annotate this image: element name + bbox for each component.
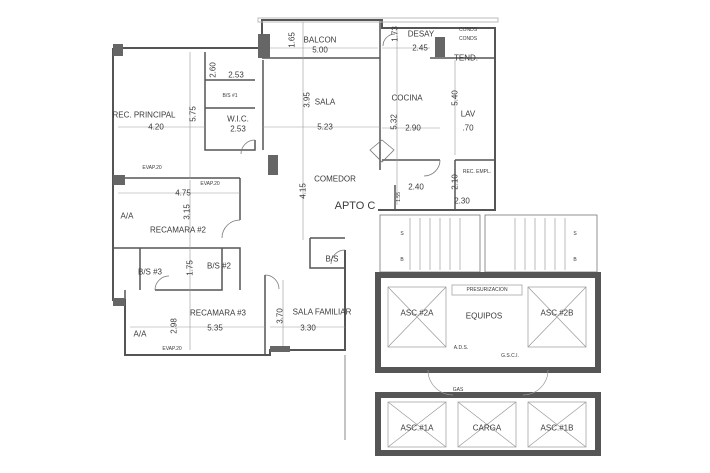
lav-width: .70 [462,123,474,133]
room-desay: DESAY [407,29,435,39]
room-sala: SALA [314,97,336,107]
lav-depth: 5.40 [450,90,460,106]
stairs [379,214,598,273]
elevator-core [375,272,601,456]
wic-width: 2.53 [230,124,246,134]
presurizacion-label: PRESURIZACION [466,287,508,293]
comedor-depth: 4.15 [298,183,308,199]
interior-walls [113,20,495,355]
balcon-depth: 1.65 [287,32,297,48]
sala-familiar-depth: 3.70 [275,308,285,324]
balcon-width: 5.00 [312,45,328,55]
room-sala-familiar: SALA FAMILIAR [292,307,352,317]
recamara3-depth: 2.98 [169,318,179,334]
recamara2-width: 4.75 [175,188,191,198]
sala-width: 5.23 [317,122,333,132]
stair-down-label: B [573,257,577,263]
door-swings [154,33,441,291]
evap-label: EVAP.20 [162,346,182,352]
ads-label: A.D.S. [453,345,469,351]
rec-principal-depth: 5.75 [188,106,198,122]
room-recamara3: RECAMARA #3 [189,308,247,318]
elevator-1a: ASC.#1A [400,423,434,433]
desay-depth: 1.73 [390,26,400,42]
room-tend: TEND. [454,53,478,63]
rec-empl-width: 2.30 [454,196,470,206]
room-cocina: COCINA [391,93,423,103]
aa-label: A/A [120,211,134,221]
sala-familiar-width: 3.30 [300,323,316,333]
bs1-depth: 2.60 [208,62,218,78]
dimension-lines [118,22,456,350]
room-wic: W.I.C. [227,114,249,124]
room-lav: LAV [460,109,476,119]
gas-label: GAS [452,387,464,393]
room-recamara2: RECAMARA #2 [149,225,207,235]
elevator-2a: ASC.#2A [400,308,434,318]
bs-empl-width: 2.40 [408,182,424,192]
rec-empl-depth: 2.10 [450,174,460,190]
balcony-rail [257,17,499,23]
room-balcon: BALCON [303,35,337,45]
room-bs2: B/S #2 [206,261,232,271]
stair-down-label: B [400,257,404,263]
recamara3-width: 5.35 [207,323,223,333]
conds-label: CONDS [458,27,478,33]
bs-empl-depth: 1.55 [396,192,402,202]
room-bs: B/S [325,254,339,264]
elevator-2b: ASC.#2B [540,308,574,318]
structural-columns [113,34,445,352]
room-comedor: COMEDOR [314,174,356,184]
cocina-width: 2.90 [405,123,421,133]
apartment-title: APTO C [334,200,376,212]
bs1-width: 2.53 [228,70,244,80]
evap-label: EVAP.20 [200,181,220,187]
bs2-depth: 1.75 [185,260,195,276]
elevator-1b: ASC.#1B [540,423,574,433]
room-bs1: B/S #1 [222,93,238,99]
desay-width: 2.45 [412,43,428,53]
stair-up-label: S [400,231,404,237]
aa-label: A/A [133,329,147,339]
evap-label: EVAP.20 [142,165,162,171]
room-bs3: B/S #3 [137,267,163,277]
gsci-label: G.S.C.I. [501,353,519,359]
recamara2-depth: 3.15 [182,204,192,220]
sala-depth: 3.95 [302,92,312,108]
room-equipos: EQUIPOS [465,311,503,321]
room-rec-empl: REC. EMPL. [462,169,492,175]
rec-principal-width: 4.20 [148,122,164,132]
cocina-depth: 5.32 [389,114,399,130]
room-rec-principal: REC. PRINCIPAL [112,110,176,120]
stair-up-label: S [573,231,577,237]
conds-label: CONDS [458,36,478,42]
elevator-carga: CARGA [472,423,502,433]
